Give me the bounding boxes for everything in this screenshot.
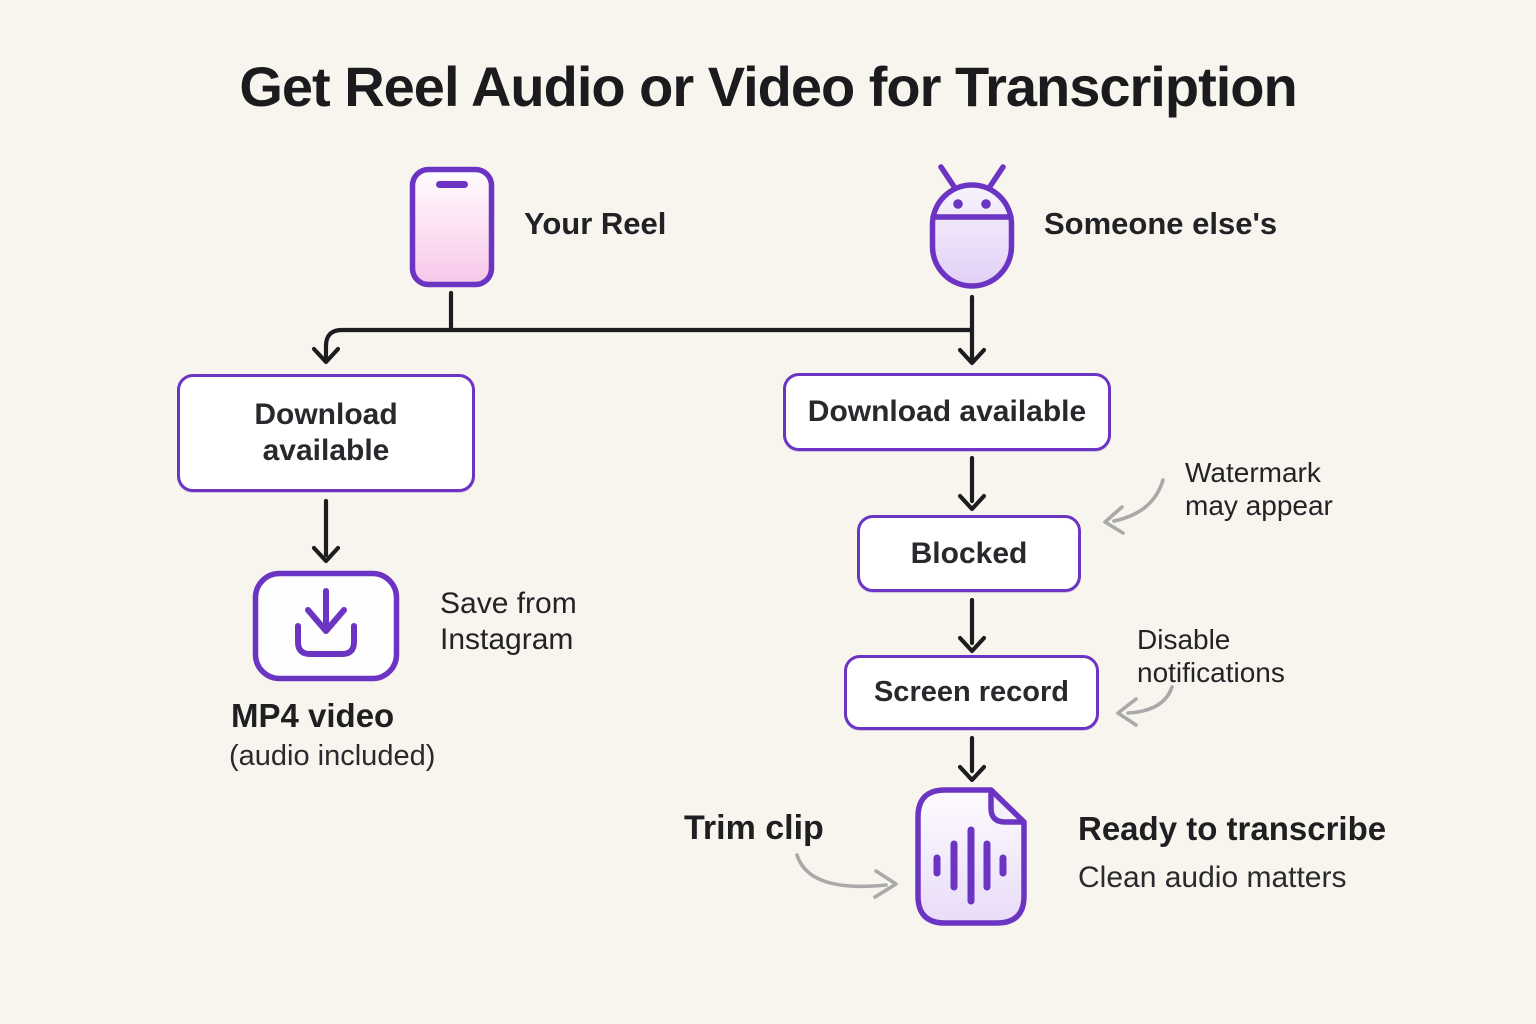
node-download-available-right: Download available [783,373,1111,451]
gray-arrowhead [1103,505,1125,535]
ready-to-transcribe-title: Ready to transcribe [1078,810,1387,847]
gray-arrow-notifications [1126,685,1174,715]
audio-included-subtitle: (audio included) [229,740,436,772]
node-download-available-left: Download available [177,374,475,492]
save-from-instagram-note: Save from Instagram [440,587,577,656]
node-screen-record: Screen record [844,655,1099,730]
arrowhead [957,347,987,366]
download-tray-icon [252,570,400,682]
gray-arrow-trim [795,853,888,889]
gray-arrowhead [1116,697,1138,727]
gray-arrowhead [873,869,898,899]
node-label: Screen record [873,676,1070,709]
gray-arrow-watermark [1112,478,1165,523]
arrowhead [311,346,341,365]
node-label: Blocked [910,536,1028,570]
arrowhead [957,635,987,654]
phone-icon [409,166,495,288]
node-label: Download available [254,398,398,467]
arrowhead [957,764,987,783]
page-title: Get Reel Audio or Video for Transcriptio… [239,55,1297,118]
arrowhead [311,545,341,564]
trim-clip-note: Trim clip [684,809,824,847]
clean-audio-subtitle: Clean audio matters [1078,861,1347,894]
audio-waveform-document-icon [912,785,1030,929]
node-blocked: Blocked [857,515,1081,592]
node-label: Download available [807,395,1087,428]
arrowhead [957,493,987,512]
mp4-video-title: MP4 video [231,697,395,734]
android-icon [928,160,1016,290]
watermark-note: Watermark may appear [1185,457,1333,522]
someone-elses-label: Someone else's [1044,206,1278,241]
disable-notifications-note: Disable notifications [1137,624,1285,689]
edge-branch-horizontal [323,327,975,360]
your-reel-label: Your Reel [524,206,667,241]
